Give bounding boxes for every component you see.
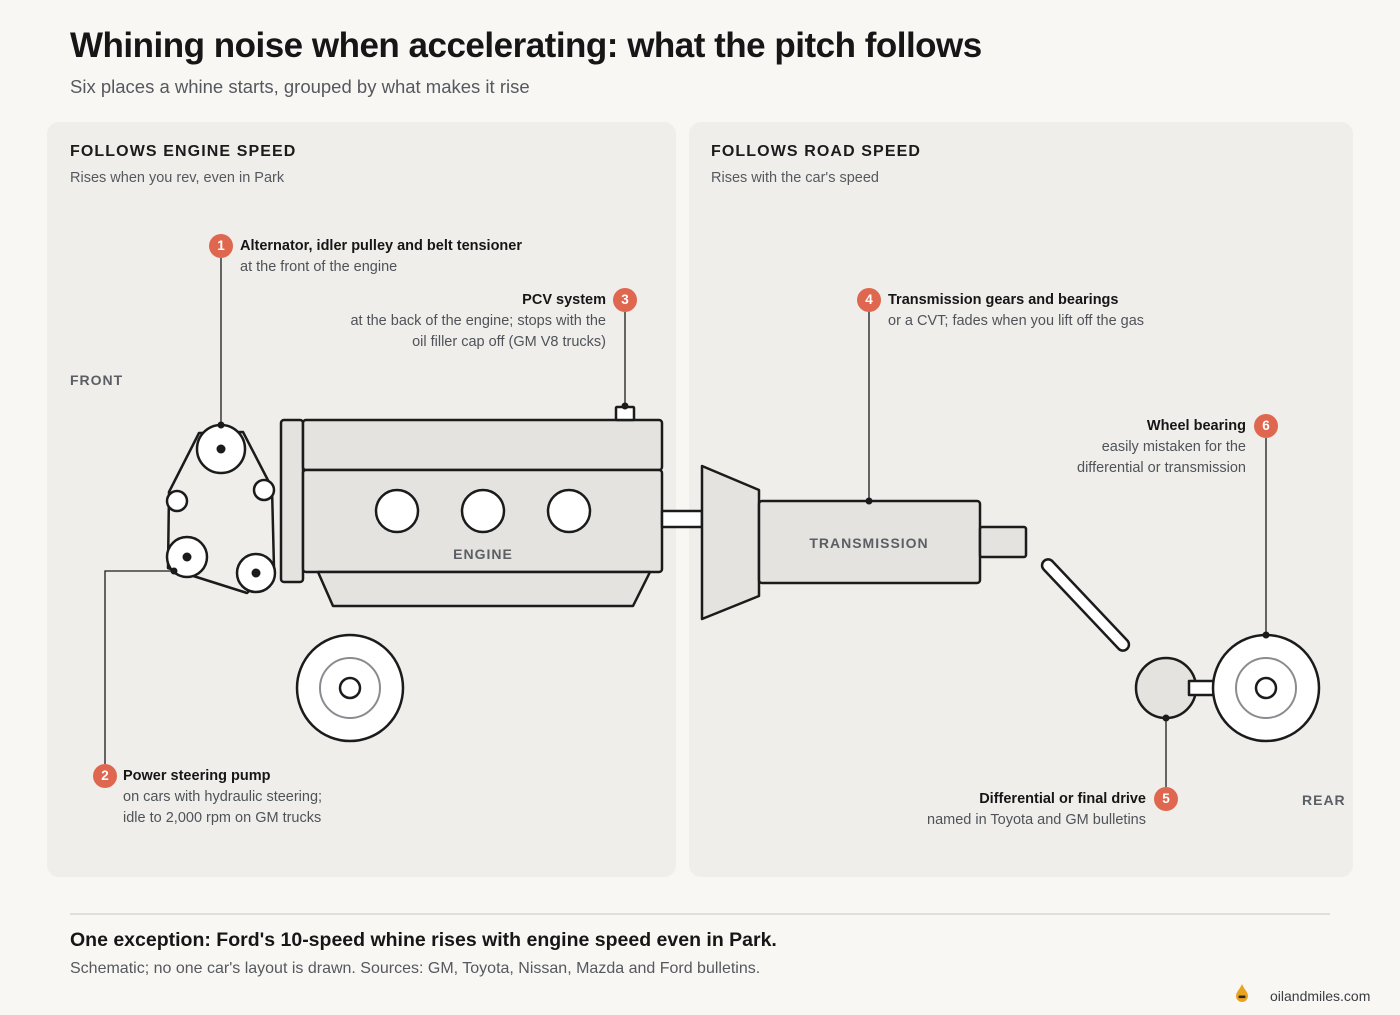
- flywheel-shaft: [660, 509, 704, 529]
- callout-4-title: Transmission gears and bearings: [888, 292, 1119, 308]
- exception-note: One exception: Ford's 10-speed whine ris…: [70, 929, 777, 951]
- front-label: FRONT: [70, 372, 124, 388]
- callout-4: Transmission gears and bearings or a CVT…: [888, 290, 1144, 332]
- engine-panel-subtitle: Rises when you rev, even in Park: [70, 170, 285, 186]
- brand-link[interactable]: oilandmiles.com: [1270, 987, 1371, 1004]
- rear-wheel: [1211, 633, 1321, 743]
- callout-1-description: at the front of the engine: [240, 259, 398, 275]
- driveshaft: [1040, 558, 1131, 652]
- callout-6: Wheel bearing easily mistaken for the di…: [1077, 416, 1246, 479]
- front-wheel-rim: [319, 657, 381, 719]
- transmission-label: TRANSMISSION: [809, 535, 928, 551]
- bell-housing: [700, 464, 761, 621]
- callout-2-description-line-2: idle to 2,000 rpm on GM trucks: [123, 810, 322, 826]
- front-wheel-hub: [338, 676, 362, 700]
- engine-front-plate: [279, 418, 305, 584]
- rear-wheel-hub: [1254, 676, 1278, 700]
- callout-1: Alternator, idler pulley and belt tensio…: [240, 236, 522, 278]
- idler-pulley-left: [165, 489, 189, 513]
- leader-line-2: [104, 570, 174, 764]
- tailshaft: [978, 525, 1028, 559]
- rear-axle: [1187, 679, 1216, 697]
- callout-2-title: Power steering pump: [123, 768, 271, 784]
- callout-1-title: Alternator, idler pulley and belt tensio…: [240, 238, 522, 254]
- callout-6-badge: 6: [1254, 414, 1278, 438]
- callout-2: Power steering pump on cars with hydraul…: [123, 766, 322, 829]
- callout-4-badge: 4: [857, 288, 881, 312]
- engine-panel-title: FOLLOWS ENGINE SPEED: [70, 143, 297, 160]
- oil-pan: [316, 570, 652, 608]
- road-panel-title: FOLLOWS ROAD SPEED: [711, 143, 922, 160]
- callout-3: PCV system at the back of the engine; st…: [350, 290, 606, 353]
- front-wheel: [295, 633, 405, 743]
- road-panel-subtitle: Rises with the car's speed: [711, 170, 879, 186]
- callout-3-description-line-1: at the back of the engine; stops with th…: [350, 313, 606, 329]
- callout-4-description: or a CVT; fades when you lift off the ga…: [888, 313, 1145, 329]
- cylinder-3: [546, 488, 592, 534]
- cylinder-1: [374, 488, 420, 534]
- differential: [1134, 656, 1198, 720]
- callout-2-description-line-1: on cars with hydraulic steering;: [123, 789, 323, 805]
- callout-6-description-line-1: easily mistaken for the: [1101, 439, 1246, 455]
- engine-label: ENGINE: [453, 546, 513, 562]
- callout-5-badge: 5: [1154, 787, 1178, 811]
- callout-3-badge: 3: [613, 288, 637, 312]
- callout-5: Differential or final drive named in Toy…: [927, 789, 1146, 831]
- footer-divider: [70, 913, 1330, 915]
- page-subtitle: Six places a whine starts, grouped by wh…: [70, 76, 530, 97]
- page-title: Whining noise when accelerating: what th…: [70, 26, 982, 65]
- callout-1-badge: 1: [209, 234, 233, 258]
- oil-drop-icon: [1234, 983, 1250, 1008]
- engine-valve-cover: [301, 418, 664, 472]
- callout-5-description: named in Toyota and GM bulletins: [927, 812, 1146, 828]
- callout-3-description-line-2: oil filler cap off (GM V8 trucks): [412, 334, 606, 350]
- rear-label: REAR: [1302, 792, 1346, 808]
- sources-note: Schematic; no one car's layout is drawn.…: [70, 960, 761, 977]
- callout-5-title: Differential or final drive: [979, 791, 1146, 807]
- callout-6-description-line-2: differential or transmission: [1077, 460, 1246, 476]
- callout-2-badge: 2: [93, 764, 117, 788]
- idler-pulley-right: [252, 478, 276, 502]
- road-speed-panel: [689, 122, 1353, 877]
- cylinder-2: [460, 488, 506, 534]
- callout-6-title: Wheel bearing: [1146, 418, 1246, 434]
- rear-wheel-rim: [1235, 657, 1297, 719]
- brand: oilandmiles.com: [1234, 983, 1370, 1008]
- callout-3-title: PCV system: [522, 292, 606, 308]
